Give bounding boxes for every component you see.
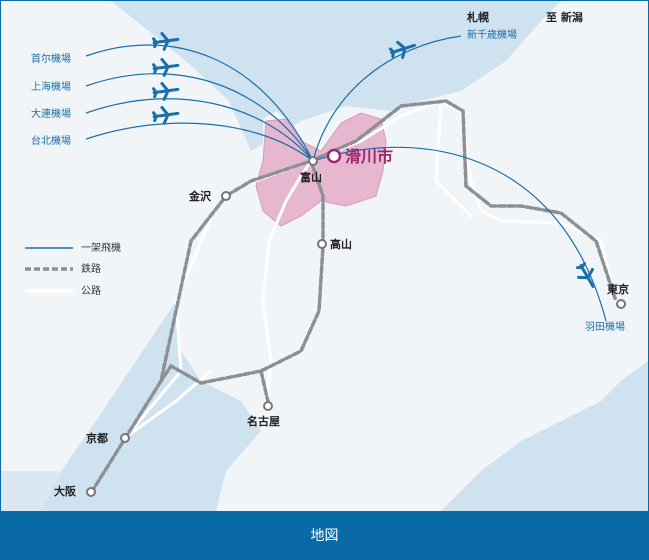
label-dalian-airport: 大連機場: [31, 107, 71, 120]
flight-path-tokyo: [312, 146, 607, 322]
label-namerikawa: 滑川市: [345, 147, 393, 166]
label-shanghai-airport: 上海機場: [31, 80, 71, 93]
label-taipei-airport: 台北機場: [31, 134, 71, 147]
label-osaka: 大阪: [54, 484, 77, 498]
flight-path-shanghai: [85, 73, 314, 162]
flight-path-seoul: [85, 44, 314, 162]
station-nagoya: [263, 401, 273, 411]
rail-network: [89, 99, 618, 495]
map-footer: 地図: [1, 511, 648, 559]
label-to-niigata: 至 新潟: [546, 10, 583, 24]
label-kyoto: 京都: [86, 431, 108, 445]
station-osaka: [86, 487, 96, 497]
station-toyama: [308, 156, 318, 166]
flight-paths: [85, 35, 607, 322]
station-kanazawa: [221, 191, 231, 201]
flight-path-sapporo: [312, 35, 462, 162]
label-nagoya: 名古屋: [247, 414, 280, 428]
namerikawa-marker: [326, 148, 342, 164]
label-toyama: 富山: [300, 170, 322, 184]
label-sapporo: 札幌: [466, 10, 489, 24]
flight-path-dalian: [85, 98, 314, 162]
legend: 一架飛機 鉄路 公路: [25, 241, 121, 297]
station-takayama: [317, 239, 327, 249]
footer-title: 地図: [310, 528, 339, 544]
legend-rail-label: 鉄路: [81, 262, 101, 275]
label-haneda-airport: 羽田機場: [585, 320, 625, 333]
label-seoul-airport: 首尔機場: [31, 52, 71, 65]
label-shin-chitose-airport: 新千歳機場: [467, 28, 517, 41]
label-tokyo: 東京: [607, 282, 629, 296]
station-tokyo: [616, 299, 626, 309]
legend-air-label: 一架飛機: [81, 241, 121, 254]
land-southwest: [1, 471, 61, 511]
route-map: 首尔機場 上海機場 大連機場 台北機場 新千歳機場 羽田機場 札幌 至 新潟 富…: [1, 1, 648, 511]
label-takayama: 高山: [330, 237, 352, 251]
label-kanazawa: 金沢: [188, 189, 212, 203]
station-kyoto: [120, 433, 130, 443]
land-honshu: [1, 1, 251, 511]
station-markers: [86, 156, 626, 497]
flight-path-taipei: [85, 122, 314, 162]
legend-road-label: 公路: [81, 284, 101, 297]
